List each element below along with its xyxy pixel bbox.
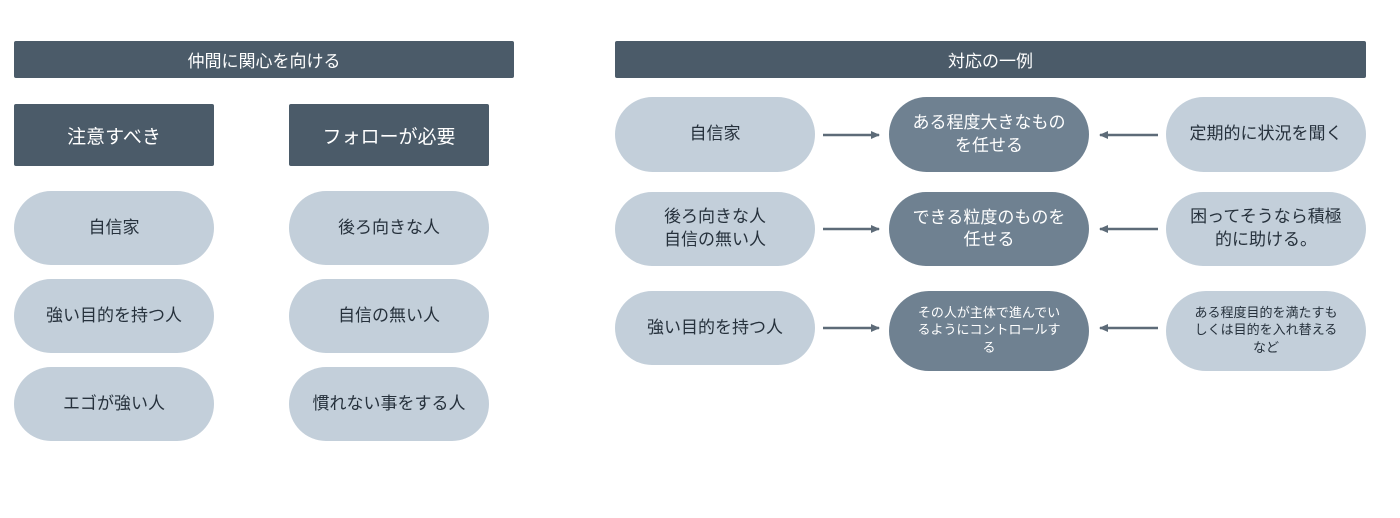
- column-header-follow-up: フォローが必要: [289, 104, 489, 166]
- caution-item: 自信家: [14, 191, 214, 265]
- right-panel-title: 対応の一例: [615, 41, 1366, 78]
- caution-item: 強い目的を持つ人: [14, 279, 214, 353]
- person-type-node: 後ろ向きな人 自信の無い人: [615, 192, 815, 266]
- approach-node: 定期的に状況を聞く: [1166, 97, 1366, 172]
- follow-up-item: 後ろ向きな人: [289, 191, 489, 265]
- follow-up-item: 自信の無い人: [289, 279, 489, 353]
- left-panel-title: 仲間に関心を向ける: [14, 41, 514, 78]
- person-type-node: 自信家: [615, 97, 815, 172]
- person-type-node: 強い目的を持つ人: [615, 291, 815, 365]
- action-node: ある程度大きなもの を任せる: [889, 97, 1089, 172]
- approach-node: ある程度目的を満たすも しくは目的を入れ替える など: [1166, 291, 1366, 371]
- action-node: その人が主体で進んでい るようにコントロールす る: [889, 291, 1089, 371]
- action-node: できる粒度のものを 任せる: [889, 192, 1089, 266]
- approach-node: 困ってそうなら積極 的に助ける。: [1166, 192, 1366, 266]
- caution-item: エゴが強い人: [14, 367, 214, 441]
- column-header-caution: 注意すべき: [14, 104, 214, 166]
- follow-up-item: 慣れない事をする人: [289, 367, 489, 441]
